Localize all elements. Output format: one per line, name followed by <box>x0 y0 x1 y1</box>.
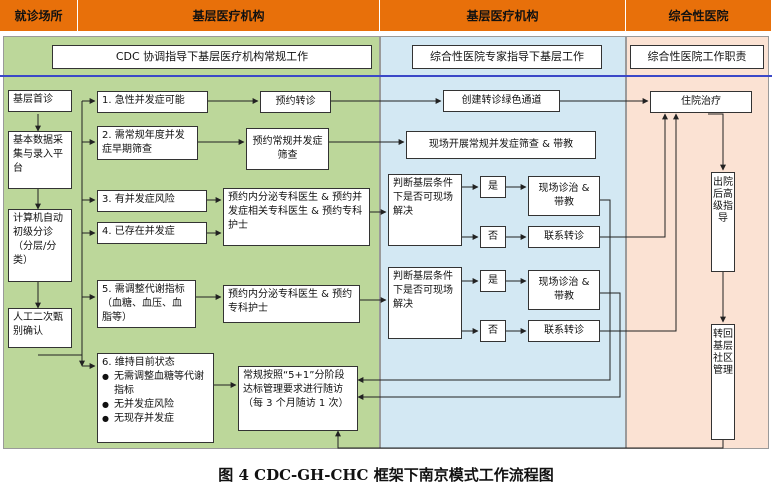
status-maintain: 6. 维持目前状态 无需调整血糖等代谢指标 无并发症风险 无现存并发症 <box>97 353 214 443</box>
divider-line <box>0 75 772 77</box>
discharge-guidance-box: 出院后高级指导 <box>711 172 735 272</box>
action-referral-appointment: 预约转诊 <box>260 91 331 113</box>
green-channel-box: 创建转诊绿色通道 <box>443 90 560 112</box>
first-visit-box: 基层首诊 <box>8 90 72 112</box>
action-endocrine-appointment: 预约内分泌专科医生 & 预约专科护士 <box>223 285 360 323</box>
no-box-1: 否 <box>480 226 506 248</box>
header-venue: 就诊场所 <box>0 0 78 31</box>
maintain-item: 无需调整血糖等代谢指标 <box>102 370 209 398</box>
yes-box-1: 是 <box>480 176 506 198</box>
left-zone-title: CDC 协调指导下基层医疗机构常规工作 <box>52 45 372 69</box>
auto-triage-box: 计算机自动初级分诊（分层/分类） <box>8 209 72 282</box>
return-community-box: 转回基层社区管理 <box>711 324 735 440</box>
figure-caption: 图 4 CDC-GH-CHC 框架下南京模式工作流程图 <box>218 466 554 484</box>
contact-referral-box-2: 联系转诊 <box>528 320 600 342</box>
action-screening-appointment: 预约常规并发症筛查 <box>246 128 329 170</box>
action-specialist-appointment: 预约内分泌专科医生 & 预约并发症相关专科医生 & 预约专科护士 <box>223 188 370 246</box>
contact-referral-box-1: 联系转诊 <box>528 226 600 248</box>
status-existing-complication: 4. 已存在并发症 <box>97 222 207 244</box>
status-annual-screening: 2. 需常规年度并发症早期筛查 <box>97 126 198 160</box>
routine-followup-box: 常规按照“5+1”分阶段达标管理要求进行随访（每 3 个月随访 1 次） <box>238 366 358 431</box>
status-acute-complication: 1. 急性并发症可能 <box>97 91 208 113</box>
right-zone-title: 综合性医院工作职责 <box>630 45 764 69</box>
no-box-2: 否 <box>480 320 506 342</box>
yes-box-2: 是 <box>480 270 506 292</box>
mid-zone-title: 综合性医院专家指导下基层工作 <box>412 45 602 69</box>
hospitalization-box: 住院治疗 <box>650 91 752 113</box>
onsite-screening-box: 现场开展常规并发症筛查 & 带教 <box>406 131 596 159</box>
status-adjust-metabolic: 5. 需调整代谢指标（血糖、血压、血脂等） <box>97 280 196 328</box>
header-primary-care-2: 基层医疗机构 <box>380 0 626 31</box>
judge-box-1: 判断基层条件下是否可现场解决 <box>388 174 462 246</box>
status-maintain-title: 6. 维持目前状态 <box>102 357 175 368</box>
onsite-treatment-box-1: 现场诊治 & 带教 <box>528 176 600 216</box>
onsite-treatment-box-2: 现场诊治 & 带教 <box>528 270 600 310</box>
judge-box-2: 判断基层条件下是否可现场解决 <box>388 267 462 339</box>
header-primary-care-1: 基层医疗机构 <box>78 0 380 31</box>
maintain-item: 无现存并发症 <box>102 412 209 426</box>
manual-confirm-box: 人工二次甄别确认 <box>8 308 72 348</box>
header-general-hospital: 综合性医院 <box>626 0 772 31</box>
status-complication-risk: 3. 有并发症风险 <box>97 190 207 212</box>
maintain-item: 无并发症风险 <box>102 398 209 412</box>
status-maintain-list: 无需调整血糖等代谢指标 无并发症风险 无现存并发症 <box>102 370 209 426</box>
data-platform-box: 基本数据采集与录入平台 <box>8 131 72 189</box>
